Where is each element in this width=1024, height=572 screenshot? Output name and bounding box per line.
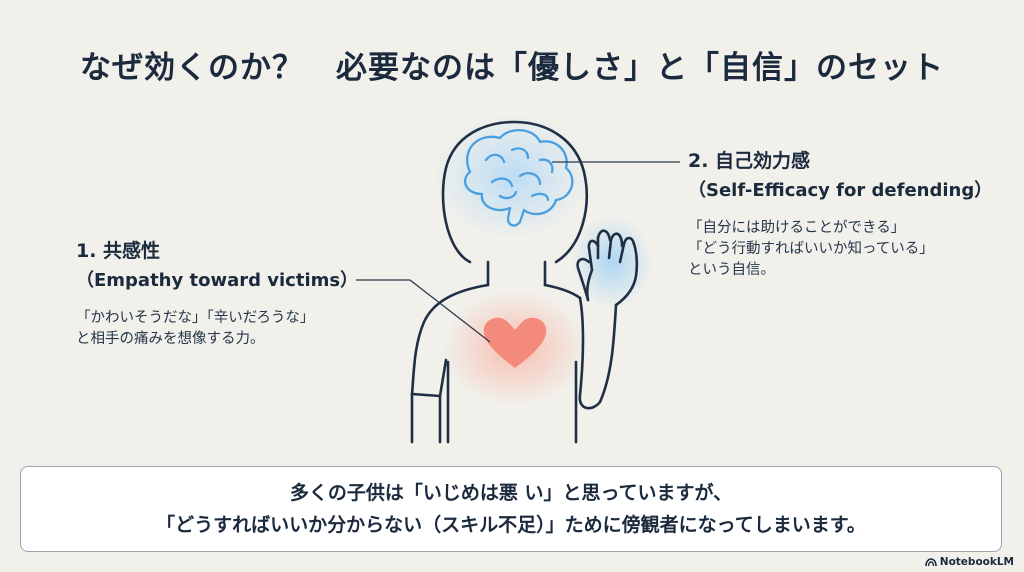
self-efficacy-text-line: 「どう行動すればいいか知っている」 xyxy=(688,241,934,257)
self-efficacy-block: 2. 自己効力感 （Self-Efficacy for defending） 「… xyxy=(688,146,992,281)
empathy-heading: 1. 共感性 xyxy=(76,240,161,262)
watermark-text: NotebookLM xyxy=(939,556,1014,568)
heart-icon xyxy=(483,317,547,368)
self-efficacy-heading: 2. 自己効力感 xyxy=(688,150,811,172)
callout-line: 「どうすればいいか分からない（スキル不足）」ために傍観者になってしまいます。 xyxy=(156,514,866,536)
empathy-block: 1. 共感性 （Empathy toward victims） 「かわいそうだな… xyxy=(76,236,358,350)
empathy-text-line: 「かわいそうだな」「辛いだろうな」 xyxy=(76,310,315,326)
notebooklm-watermark: NotebookLM xyxy=(924,556,1014,568)
callout-line: 多くの子供は「いじめは悪 い」と思っていますが、 xyxy=(289,482,733,504)
self-efficacy-text-line: という自信。 xyxy=(688,262,775,278)
page-title: なぜ効くのか？ 必要なのは「優しさ」と「自信」のセット xyxy=(80,50,944,86)
notebook-logo-icon xyxy=(924,557,937,566)
self-efficacy-subheading: （Self-Efficacy for defending） xyxy=(688,180,993,201)
empathy-subheading: （Empathy toward victims） xyxy=(76,270,359,291)
self-efficacy-text-line: 「自分には助けることができる」 xyxy=(688,220,906,236)
empathy-text-line: と相手の痛みを想像する力。 xyxy=(76,331,265,347)
summary-callout: 多くの子供は「いじめは悪 い」と思っていますが、 「どうすればいいか分からない（… xyxy=(20,466,1002,552)
brain-icon xyxy=(464,129,574,227)
